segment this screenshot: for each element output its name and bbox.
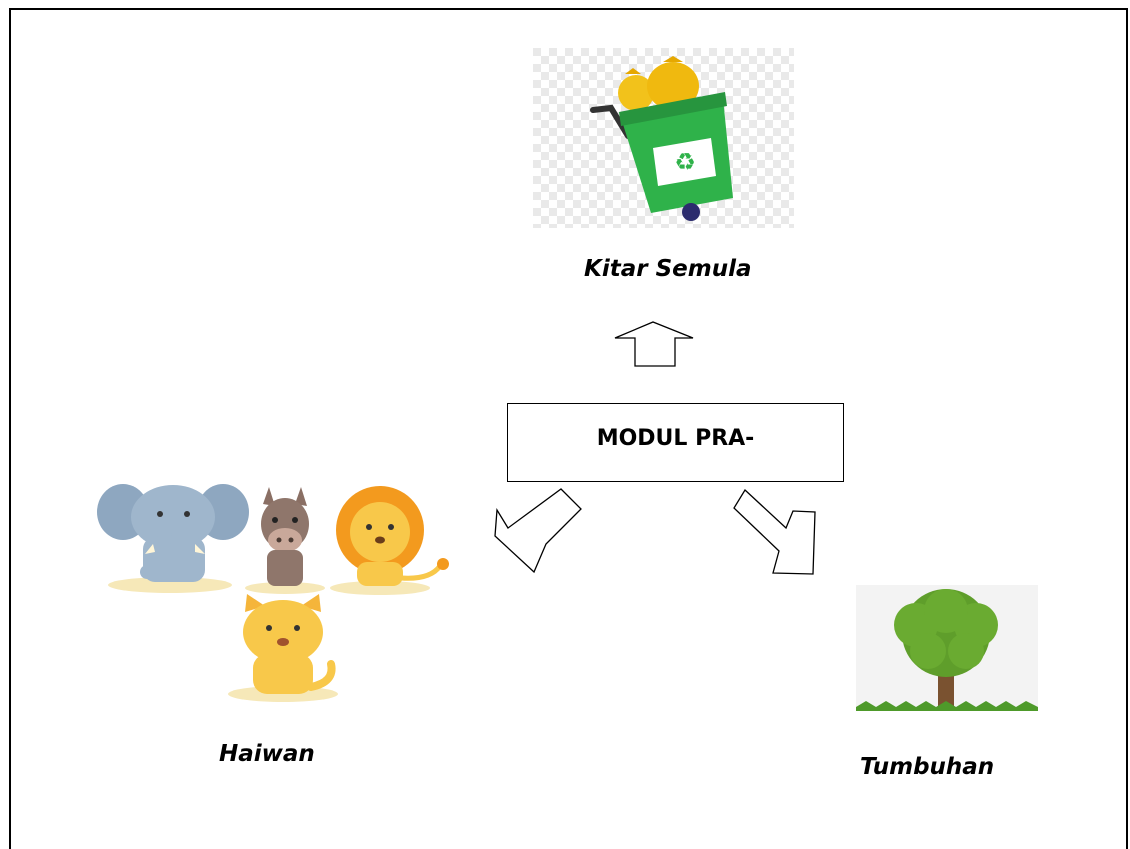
tree-icon — [856, 585, 1038, 711]
arrow-down-right-icon — [733, 488, 816, 575]
arrow-down-left-icon — [494, 488, 582, 574]
recycle-bin-icon: ♻ — [533, 48, 794, 228]
animals-icon — [97, 484, 449, 702]
arrow-up-icon — [614, 321, 694, 367]
kitar-semula-label: Kitar Semula — [584, 256, 752, 282]
diagram-frame — [9, 8, 1128, 849]
haiwan-label: Haiwan — [219, 741, 315, 767]
central-module-title: MODUL PRA- — [596, 426, 755, 451]
tumbuhan-label: Tumbuhan — [860, 754, 995, 780]
central-module-box: MODUL PRA- — [507, 403, 844, 482]
svg-text:♻: ♻ — [674, 148, 696, 176]
